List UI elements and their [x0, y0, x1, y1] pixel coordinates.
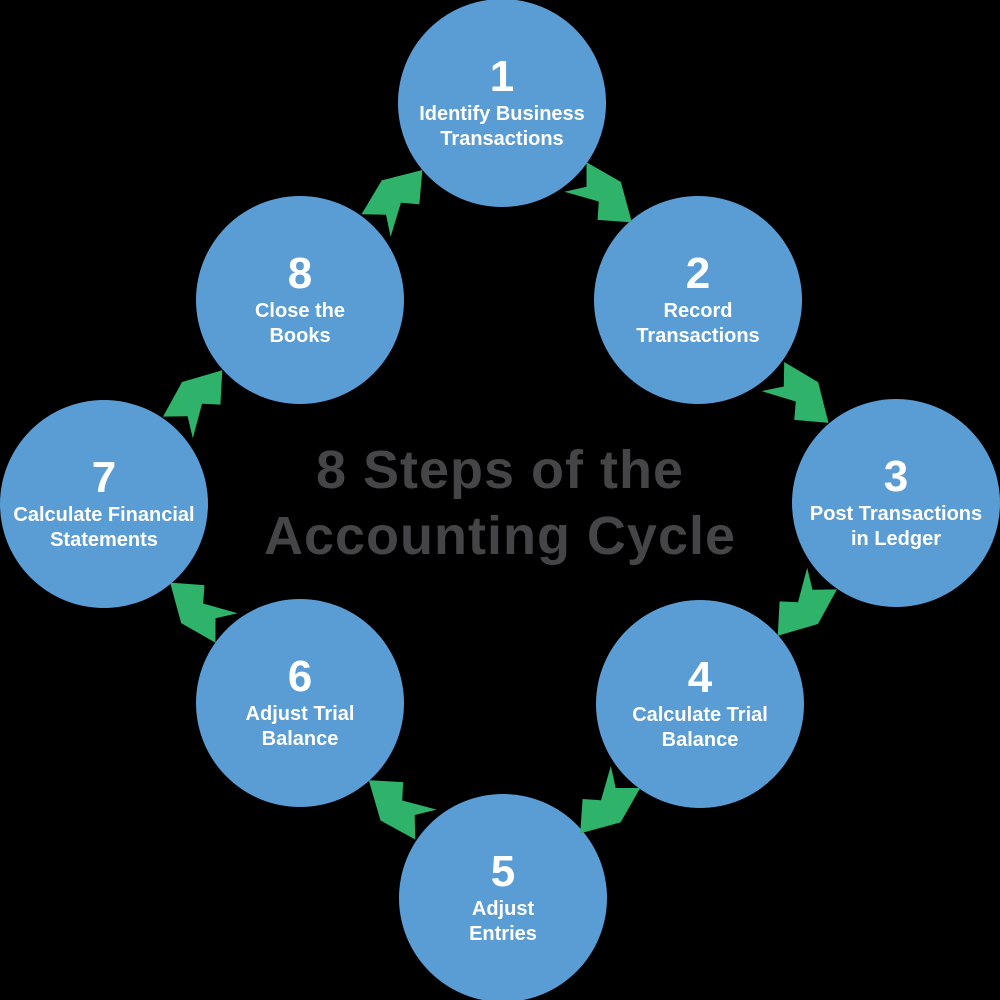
- step-label: Close the Books: [254, 299, 346, 347]
- step-circle-8: 8 Close the Books: [196, 196, 404, 404]
- step-number: 5: [490, 846, 516, 896]
- step-label: Adjust Entries: [469, 897, 537, 945]
- step-label: Post Transactions in Ledger: [809, 502, 983, 550]
- step-circle-2: 2 Record Transactions: [594, 196, 802, 404]
- step-circle-7: 7 Calculate Financial Statements: [0, 400, 208, 608]
- step-number: 3: [883, 451, 909, 501]
- step-number: 2: [685, 248, 711, 298]
- arrow-step3-to-step4-icon: [777, 567, 837, 636]
- arrow-step6-to-step7-icon: [170, 582, 238, 643]
- step-label: Identify Business Transactions: [419, 102, 585, 150]
- step-circle-4: 4 Calculate Trial Balance: [596, 600, 804, 808]
- step-number: 1: [489, 51, 515, 101]
- diagram-title-line1: 8 Steps of the: [315, 440, 685, 500]
- arrow-step2-to-step3-icon: [761, 362, 829, 423]
- step-circle-3: 3 Post Transactions in Ledger: [792, 399, 1000, 607]
- diagram-title: 8 Steps of the Accounting Cycle: [0, 438, 1000, 570]
- step-label: Adjust Trial Balance: [245, 702, 355, 750]
- step-number: 6: [287, 651, 313, 701]
- arrow-step4-to-step5-icon: [580, 765, 641, 834]
- step-circle-1: 1 Identify Business Transactions: [398, 0, 606, 207]
- step-label: Calculate Trial Balance: [632, 703, 768, 751]
- arrow-step7-to-step8-icon: [163, 370, 223, 439]
- step-number: 7: [91, 452, 117, 502]
- arrow-step8-to-step1-icon: [361, 170, 423, 237]
- diagram-title-line2: Accounting Cycle: [263, 505, 737, 566]
- step-number: 4: [687, 652, 713, 702]
- step-label: Calculate Financial Statements: [13, 503, 195, 551]
- arrow-step1-to-step2-icon: [564, 162, 632, 223]
- step-circle-5: 5 Adjust Entries: [399, 794, 607, 1000]
- step-number: 8: [287, 248, 313, 298]
- arrow-step5-to-step6-icon: [368, 780, 437, 840]
- step-circle-6: 6 Adjust Trial Balance: [196, 599, 404, 807]
- step-label: Record Transactions: [636, 299, 760, 347]
